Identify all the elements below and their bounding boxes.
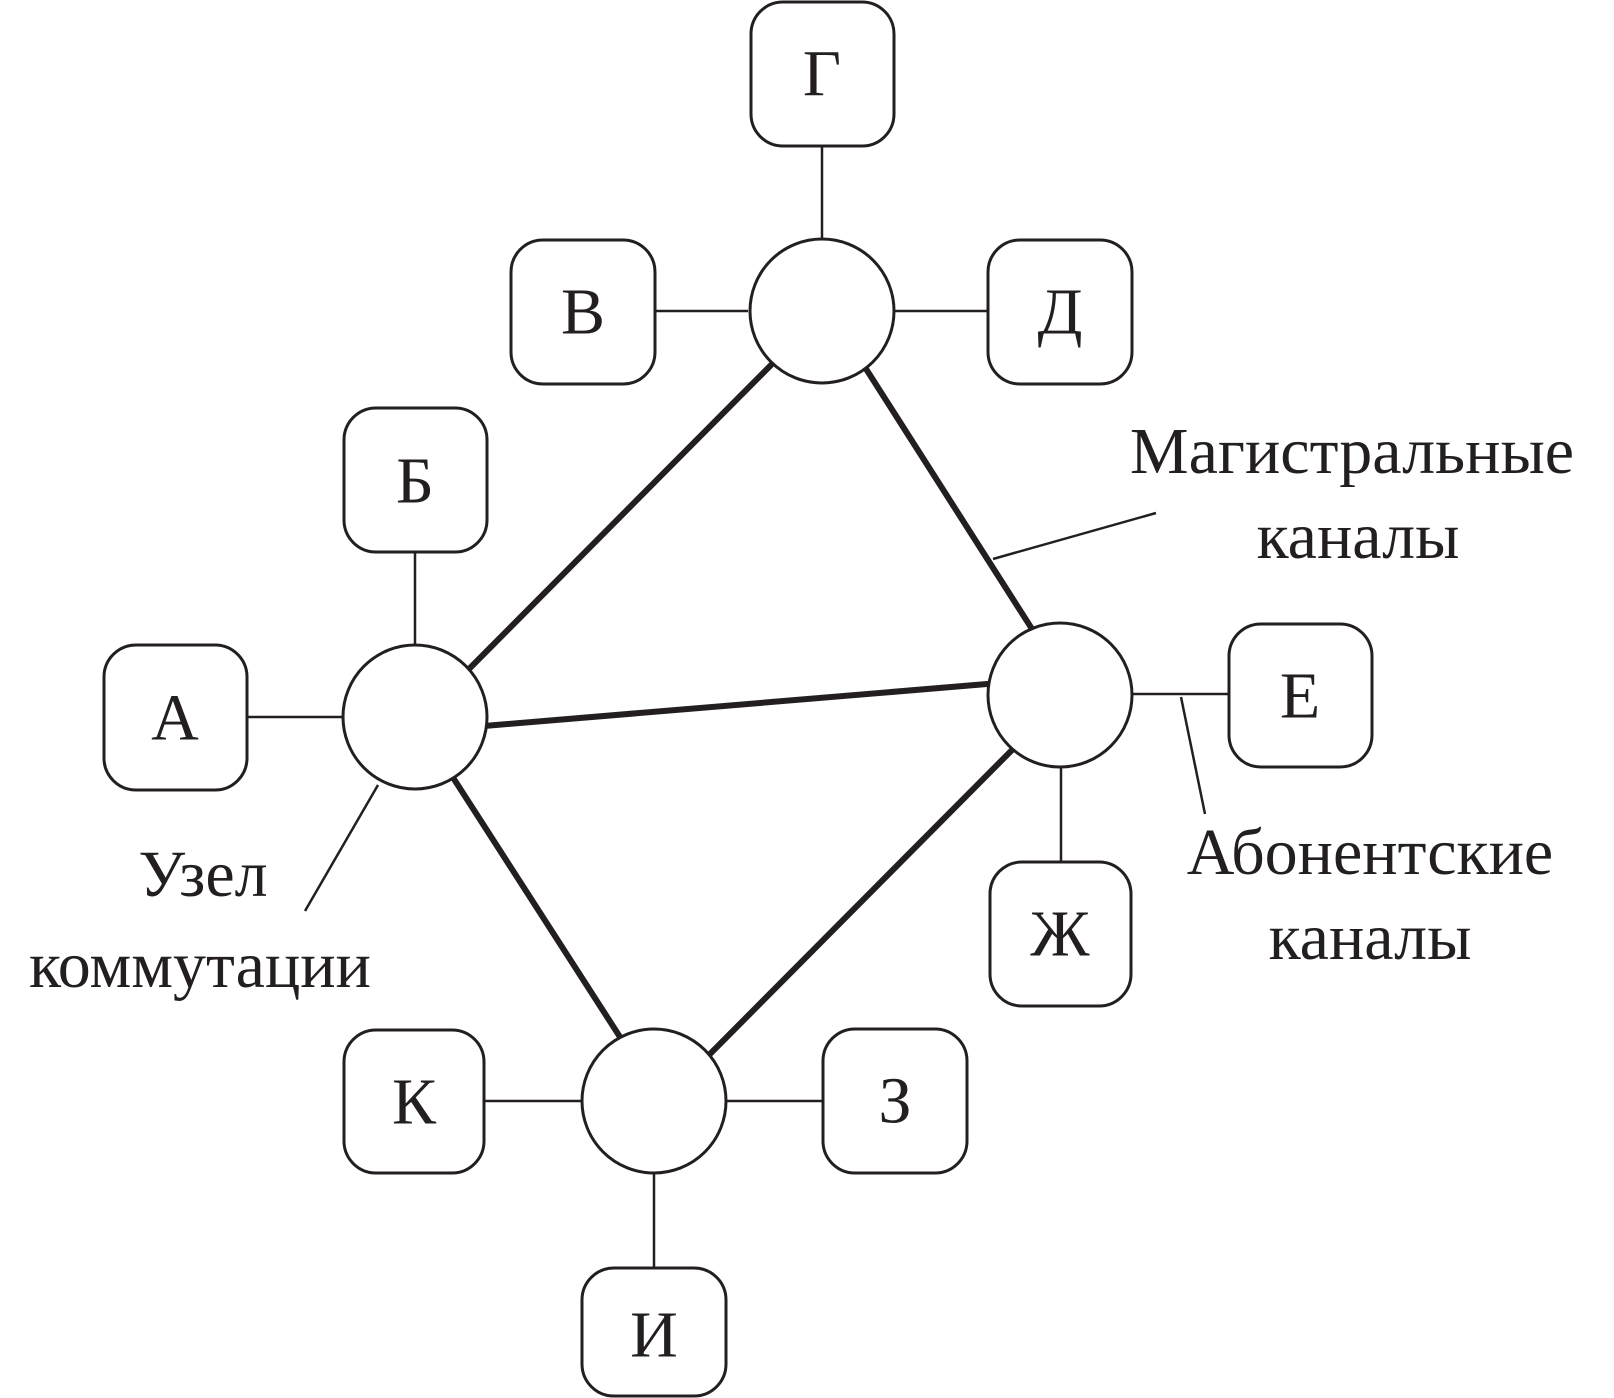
- trunk-link-left-right: [481, 681, 990, 729]
- caption-trunk-channels-line2: каналы: [1257, 500, 1460, 573]
- trunk-link-top-right: [858, 358, 1035, 632]
- switching-node-right: [986, 621, 1134, 769]
- subscriber-box-e: Е: [1227, 622, 1374, 769]
- switching-nodes: [341, 237, 1134, 1175]
- trunk-links: [449, 358, 1035, 1060]
- subscriber-label-g: Г: [803, 38, 841, 111]
- subscriber-label-z: З: [878, 1065, 911, 1138]
- subscriber-box-i: И: [580, 1266, 728, 1398]
- trunk-link-right-bottom: [704, 744, 1018, 1060]
- subscriber-boxes: А Б В Г Д Е Ж З: [102, 0, 1374, 1398]
- caption-switching-node-line1: Узел: [138, 838, 267, 911]
- caption-switching-node-line2: коммутации: [29, 929, 371, 1002]
- leader-lines: [303, 511, 1207, 912]
- subscriber-box-a: А: [102, 643, 249, 792]
- switching-node-top: [748, 237, 896, 385]
- subscriber-links: [247, 146, 1229, 1268]
- caption-switching-node: Узел коммутации: [29, 838, 371, 1002]
- caption-subscriber-channels: Абонентские каналы: [1187, 816, 1553, 974]
- subscriber-label-d: Д: [1037, 276, 1082, 349]
- subscriber-box-zh: Ж: [988, 860, 1133, 1008]
- switching-node-left: [341, 643, 489, 791]
- switching-node-bottom: [580, 1027, 728, 1175]
- subscriber-label-a: А: [151, 682, 199, 755]
- subscriber-box-g: Г: [749, 0, 896, 148]
- subscriber-label-e: Е: [1280, 660, 1320, 733]
- subscriber-label-i: И: [630, 1299, 678, 1372]
- leader-trunk-channels: [992, 511, 1157, 561]
- subscriber-label-b: Б: [396, 445, 434, 518]
- subscriber-label-v: В: [561, 276, 605, 349]
- leader-subscriber-channels: [1179, 696, 1207, 815]
- caption-trunk-channels-line1: Магистральные: [1130, 415, 1574, 488]
- subscriber-box-d: Д: [986, 238, 1134, 386]
- subscriber-label-zh: Ж: [1030, 898, 1090, 971]
- subscriber-box-z: З: [821, 1027, 969, 1175]
- caption-subscriber-channels-line1: Абонентские: [1187, 816, 1553, 889]
- subscriber-box-k: К: [342, 1028, 486, 1175]
- caption-trunk-channels: Магистральные каналы: [1130, 415, 1574, 573]
- subscriber-box-b: Б: [342, 406, 489, 554]
- trunk-link-left-bottom: [449, 773, 623, 1040]
- subscriber-label-k: К: [392, 1066, 437, 1139]
- subscriber-box-v: В: [509, 238, 657, 386]
- leader-switching-node: [303, 784, 380, 912]
- trunk-link-left-top: [464, 358, 778, 674]
- caption-subscriber-channels-line2: каналы: [1269, 901, 1472, 974]
